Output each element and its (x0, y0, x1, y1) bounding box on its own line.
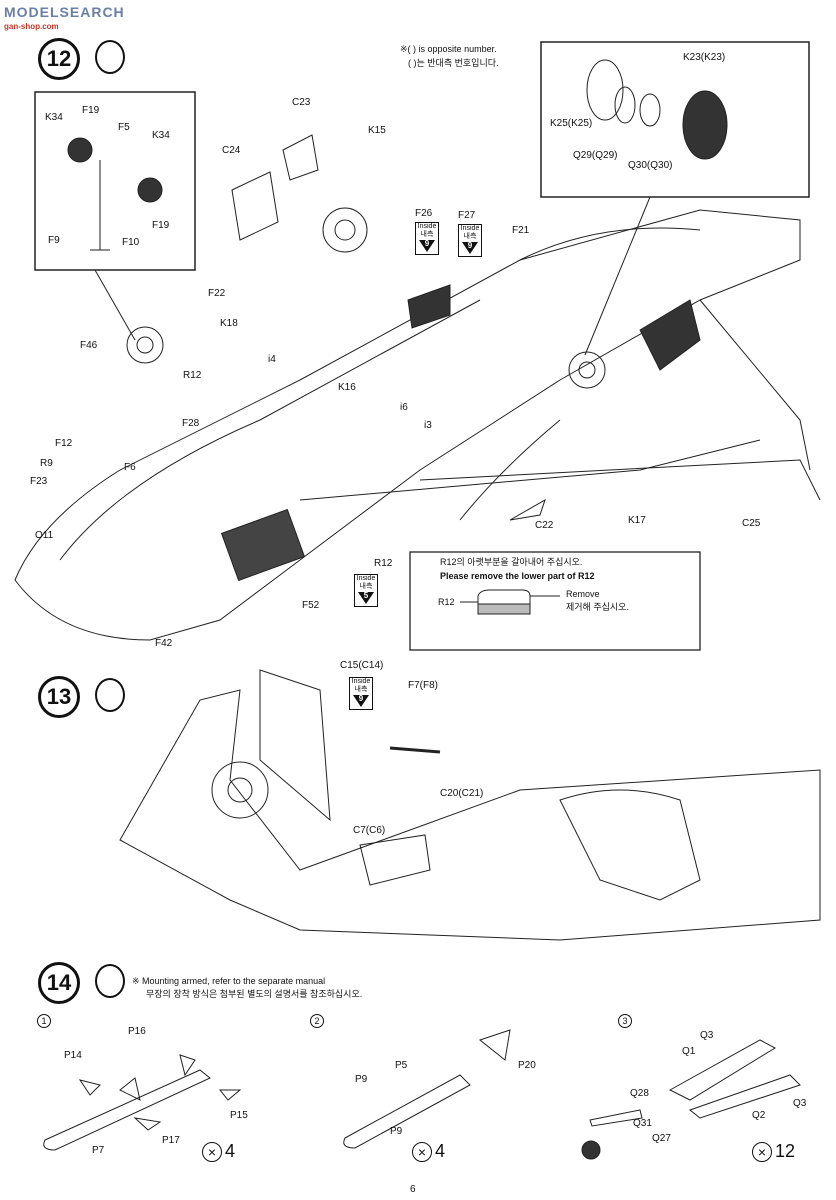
quantity-marker-1: ×4 (202, 1140, 235, 1163)
part-label: P9 (355, 1074, 368, 1085)
step-number-13: 13 (38, 676, 80, 718)
part-label: P17 (162, 1135, 180, 1146)
part-label: K23(K23) (683, 52, 726, 63)
sub-step-1: 1 (37, 1014, 51, 1028)
part-label: R12 (183, 370, 202, 381)
part-label: F19 (82, 105, 100, 116)
part-label: Q31 (633, 1118, 652, 1129)
part-label: C15(C14) (340, 660, 384, 671)
watermark-site: gan-shop.com (4, 22, 59, 31)
part-label: F21 (512, 225, 530, 236)
hammer-icon (95, 40, 125, 74)
part-label: P16 (128, 1026, 146, 1037)
part-label: F7(F8) (408, 680, 438, 691)
part-label: i3 (424, 420, 432, 431)
part-label: R12 (374, 558, 393, 569)
part-label: C20(C21) (440, 788, 484, 799)
part-label: F10 (122, 237, 140, 248)
hammer-icon (95, 678, 125, 712)
part-label: K15 (368, 125, 386, 136)
part-label: P9 (390, 1126, 403, 1137)
part-label: Q27 (652, 1133, 671, 1144)
opposite-note-kr: ( )는 반대측 번호입니다. (408, 58, 499, 68)
part-label: i6 (400, 402, 408, 413)
part-label: F46 (80, 340, 98, 351)
watermark-brand: MODELSEARCH (4, 4, 125, 20)
r12-note-part: R12 (438, 597, 455, 607)
part-label: R9 (40, 458, 53, 469)
part-label: O11 (35, 530, 54, 541)
part-label: P15 (230, 1110, 248, 1121)
part-label: F12 (55, 438, 73, 449)
part-label: K25(K25) (550, 118, 593, 129)
part-label: Q3 (700, 1030, 714, 1041)
r12-note-en: Please remove the lower part of R12 (440, 571, 595, 581)
r12-note-kr: R12의 아랫부분을 갈아내어 주십시오. (440, 557, 583, 567)
part-label: C23 (292, 97, 311, 108)
r12-note-remove-en: Remove (566, 589, 600, 599)
part-label: F22 (208, 288, 226, 299)
part-label: P5 (395, 1060, 408, 1071)
part-label: K34 (45, 112, 63, 123)
part-label: K34 (152, 130, 170, 141)
step14-note-en: ※ Mounting armed, refer to the separate … (132, 976, 326, 986)
part-label: F28 (182, 418, 200, 429)
quantity-marker-2: ×4 (412, 1140, 445, 1163)
part-label: F52 (302, 600, 320, 611)
page-number: 6 (410, 1184, 416, 1195)
step14-note-kr: 무장의 장착 방식은 첨부된 별도의 설명서를 참조하십시오. (146, 989, 363, 999)
hammer-icon (95, 964, 125, 998)
part-label: P14 (64, 1050, 82, 1061)
sub-step-3: 3 (618, 1014, 632, 1028)
part-label: Q30(Q30) (628, 160, 673, 171)
part-label: Q2 (752, 1110, 766, 1121)
part-label: F23 (30, 476, 48, 487)
part-label: Q29(Q29) (573, 150, 618, 161)
part-label: C25 (742, 518, 761, 529)
part-label: Q1 (682, 1046, 696, 1057)
part-label: K16 (338, 382, 356, 393)
part-label: F27 (458, 210, 476, 221)
part-label: C24 (222, 145, 241, 156)
quantity-marker-3: ×12 (752, 1140, 795, 1163)
watermark-logo: MODELSEARCH (4, 4, 125, 22)
part-label: P7 (92, 1145, 105, 1156)
part-label: C7(C6) (353, 825, 386, 836)
part-label: F42 (155, 638, 173, 649)
part-label: i4 (268, 354, 276, 365)
sub-step-2: 2 (310, 1014, 324, 1028)
part-label: F9 (48, 235, 60, 246)
part-label: F26 (415, 208, 433, 219)
part-label: F5 (118, 122, 130, 133)
opposite-note-en: ※( ) is opposite number. (400, 44, 497, 54)
part-label: K18 (220, 318, 238, 329)
step-number-14: 14 (38, 962, 80, 1004)
step-number-12: 12 (38, 38, 80, 80)
part-label: F6 (124, 462, 136, 473)
part-label: Q3 (793, 1098, 807, 1109)
part-label: K17 (628, 515, 646, 526)
part-label: C22 (535, 520, 554, 531)
part-label: F19 (152, 220, 170, 231)
part-label: Q28 (630, 1088, 649, 1099)
r12-note-remove-kr: 제거해 주십시오. (566, 602, 629, 612)
part-label: P20 (518, 1060, 536, 1071)
